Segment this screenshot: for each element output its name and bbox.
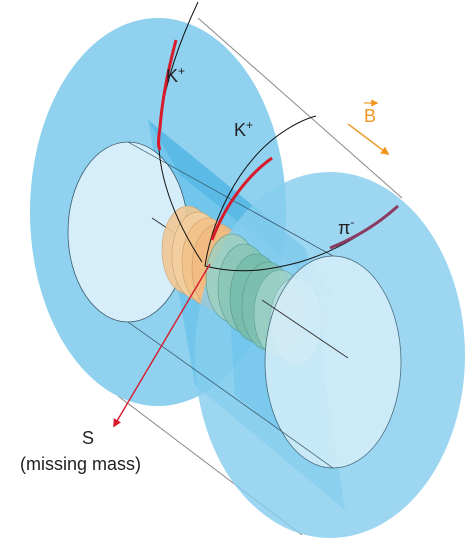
field-arrow [347, 123, 390, 156]
kaon-plus-label-2: K+ [234, 118, 253, 140]
svg-text:B: B [364, 106, 376, 126]
kaon-track-2-red [210, 156, 273, 241]
missing-mass-label: (missing mass) [20, 454, 141, 474]
beam-axis-front [261, 299, 349, 359]
kaon-track-1-red [157, 39, 178, 151]
s-particle-label: S [82, 428, 94, 448]
missing-mass-arrow [113, 263, 211, 428]
tube-edges [127, 141, 334, 469]
field-label: B [364, 99, 379, 126]
kaon-track-2 [204, 115, 317, 267]
pion-minus-label: π- [338, 215, 354, 238]
pion-track-colored [329, 204, 400, 250]
kaon-plus-label-1: K+ [166, 64, 185, 86]
front-inner-circle [264, 255, 402, 469]
